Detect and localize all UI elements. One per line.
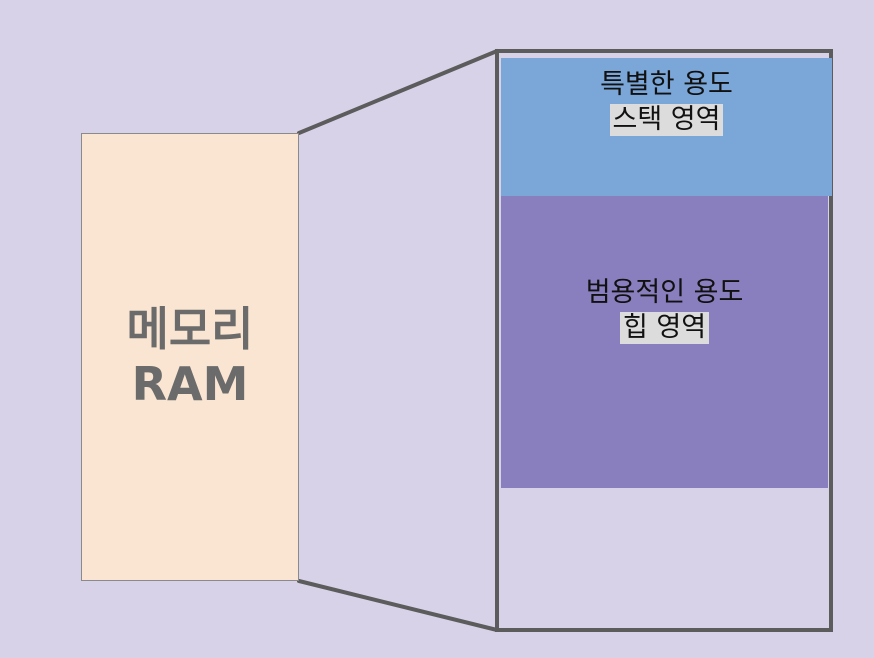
stack-name-label: 스택 영역 xyxy=(609,103,724,137)
zoom-line-bottom xyxy=(297,579,499,632)
zoom-line-top xyxy=(297,49,499,135)
heap-region: 범용적인 용도 힙 영역 xyxy=(501,196,828,488)
heap-name-label: 힙 영역 xyxy=(619,311,710,345)
memory-ram-block: 메모리 RAM xyxy=(81,133,299,581)
stack-purpose-label: 특별한 용도 xyxy=(600,69,733,100)
memory-label-english: RAM xyxy=(131,357,249,411)
stack-region: 특별한 용도 스택 영역 xyxy=(501,58,832,196)
heap-purpose-label: 범용적인 용도 xyxy=(585,277,744,308)
memory-label-korean: 메모리 xyxy=(126,301,254,356)
